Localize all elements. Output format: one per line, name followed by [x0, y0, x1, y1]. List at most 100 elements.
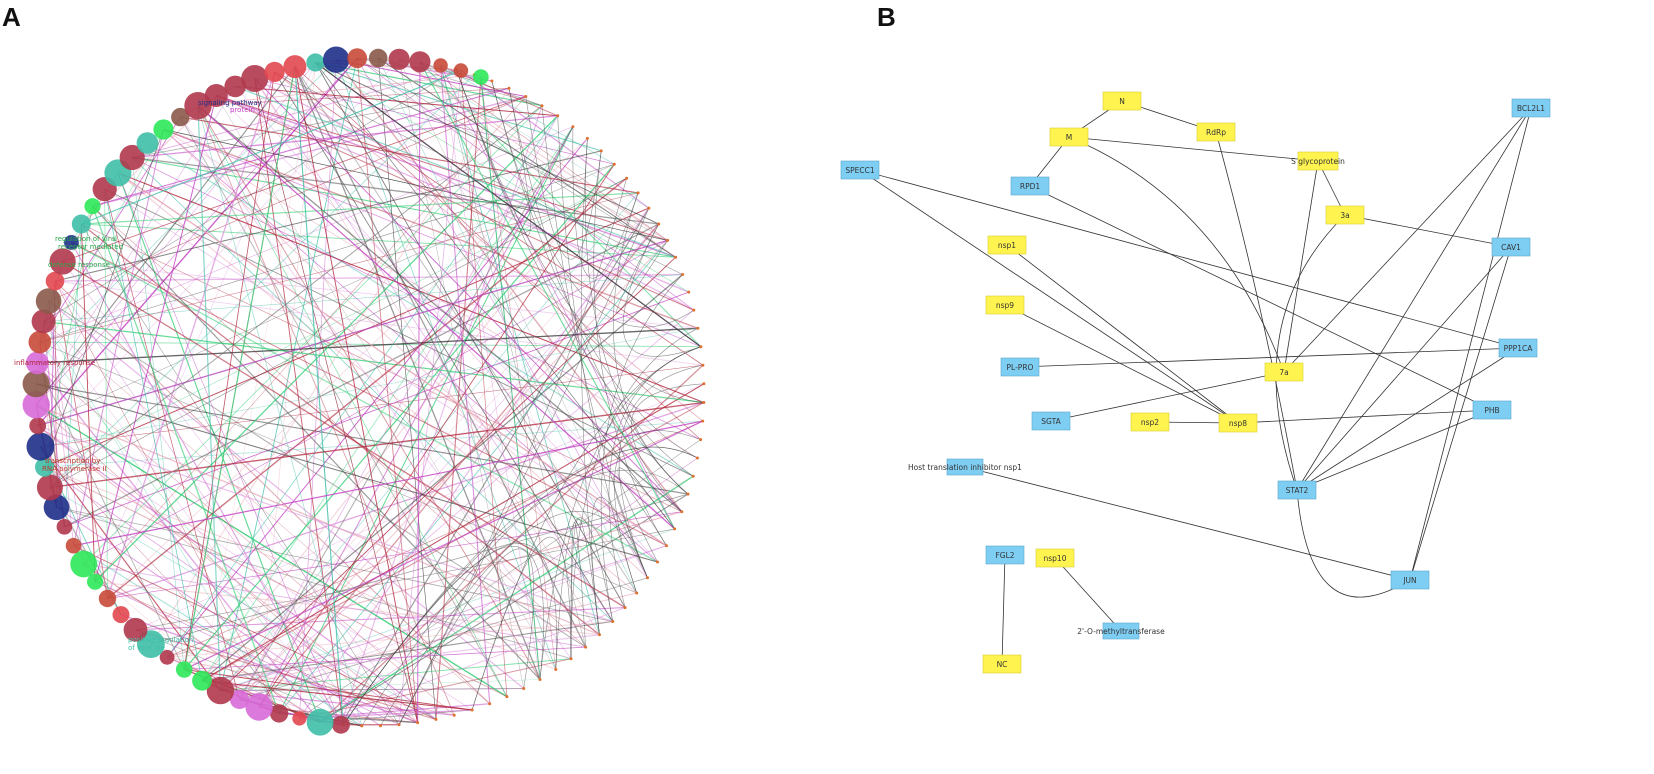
interaction-edge: [1215, 131, 1298, 491]
network-edge: [131, 157, 613, 622]
network-edge: [254, 78, 344, 725]
interaction-edge: [1004, 304, 1239, 424]
network-edge: [95, 581, 418, 723]
network-edge: [39, 163, 615, 343]
network-node: [175, 661, 193, 678]
network-edge: [398, 59, 648, 578]
network-node: [224, 75, 246, 98]
network-edge: [456, 69, 704, 403]
network-edge: [35, 86, 236, 406]
network-edge: [197, 105, 683, 513]
network-edge: [40, 327, 698, 447]
network-edge: [131, 157, 185, 670]
network-node: [283, 55, 307, 79]
network-edge: [167, 620, 613, 658]
network-edge: [254, 78, 600, 635]
network-edge: [163, 129, 648, 579]
network-edge: [201, 126, 574, 682]
network-edge: [150, 493, 689, 645]
network-edge: [435, 76, 482, 720]
network-edge: [197, 105, 676, 530]
network-edge: [398, 59, 649, 209]
node-label: CAV1: [1501, 243, 1521, 252]
network-edge: [239, 239, 669, 700]
node-label: SPECC1: [845, 166, 874, 175]
network-edge: [254, 78, 614, 622]
network-edge: [117, 172, 342, 725]
node-box: [840, 160, 880, 180]
network-edge: [278, 126, 574, 714]
network-node: [571, 125, 575, 129]
network-edge: [117, 172, 638, 594]
panel-a-nodes: [22, 46, 706, 736]
network-edge: [95, 581, 600, 636]
node-stat2: STAT2: [1277, 480, 1317, 500]
network-edge: [54, 280, 703, 366]
node-m: M: [1049, 127, 1089, 147]
network-node: [488, 702, 492, 706]
network-edge: [54, 273, 683, 282]
network-edge: [43, 321, 344, 726]
network-label: inflammatory response: [14, 359, 95, 367]
node-label: NC: [997, 660, 1008, 669]
network-edge: [319, 607, 626, 723]
network-edge: [44, 206, 93, 468]
network-edge: [612, 475, 667, 578]
network-edge: [398, 178, 627, 725]
node-box: [987, 235, 1027, 255]
node-box: [1390, 570, 1430, 590]
node-hostti: Host translation inhibitor nsp1: [908, 458, 1022, 476]
node-box: [1049, 127, 1089, 147]
network-edge: [179, 116, 572, 660]
network-edge: [278, 240, 668, 714]
network-node: [473, 69, 489, 85]
network-node: [701, 363, 705, 367]
network-edge: [591, 496, 648, 635]
node-label: 2'-O-methyltransferase: [1077, 627, 1165, 636]
network-edge: [73, 545, 437, 720]
node-box: [1218, 413, 1258, 433]
network-edge: [630, 383, 704, 512]
node-box: [1498, 338, 1538, 358]
node-label: nsp2: [1141, 418, 1159, 427]
network-edge: [39, 192, 639, 343]
network-edge: [43, 69, 457, 322]
network-edge: [239, 223, 659, 700]
network-node: [416, 721, 420, 725]
network-edge: [135, 528, 675, 631]
node-nsp1: nsp1: [987, 235, 1027, 255]
network-edge: [508, 88, 689, 495]
network-edge: [315, 62, 675, 530]
network-edge: [48, 301, 74, 546]
network-edge: [81, 223, 682, 513]
node-label: FGL2: [995, 551, 1014, 560]
network-edge: [593, 150, 667, 546]
network-node: [306, 53, 325, 72]
network-node: [159, 649, 175, 665]
network-node: [28, 330, 52, 354]
network-edge: [570, 518, 600, 659]
node-s: S glycoprotein: [1291, 151, 1345, 171]
network-edge: [40, 446, 221, 691]
network-edge: [37, 239, 668, 427]
network-node: [692, 308, 696, 312]
network-node: [524, 95, 528, 98]
node-box: [1491, 237, 1531, 257]
network-edge: [183, 420, 703, 671]
node-label: RdRp: [1206, 128, 1226, 137]
network-edge: [197, 105, 508, 697]
network-edge: [219, 58, 358, 691]
network-edge: [258, 163, 615, 708]
node-box: [1472, 400, 1512, 420]
node-box: [1277, 480, 1317, 500]
network-edge: [541, 105, 648, 578]
network-node: [204, 84, 228, 107]
network-edge: [216, 95, 556, 670]
network-edge: [525, 96, 602, 260]
interaction-edge: [1409, 246, 1512, 581]
network-edge: [335, 59, 557, 670]
interaction-edge: [1283, 107, 1532, 373]
network-node: [397, 723, 401, 727]
network-label: signaling pathway: [198, 99, 262, 107]
